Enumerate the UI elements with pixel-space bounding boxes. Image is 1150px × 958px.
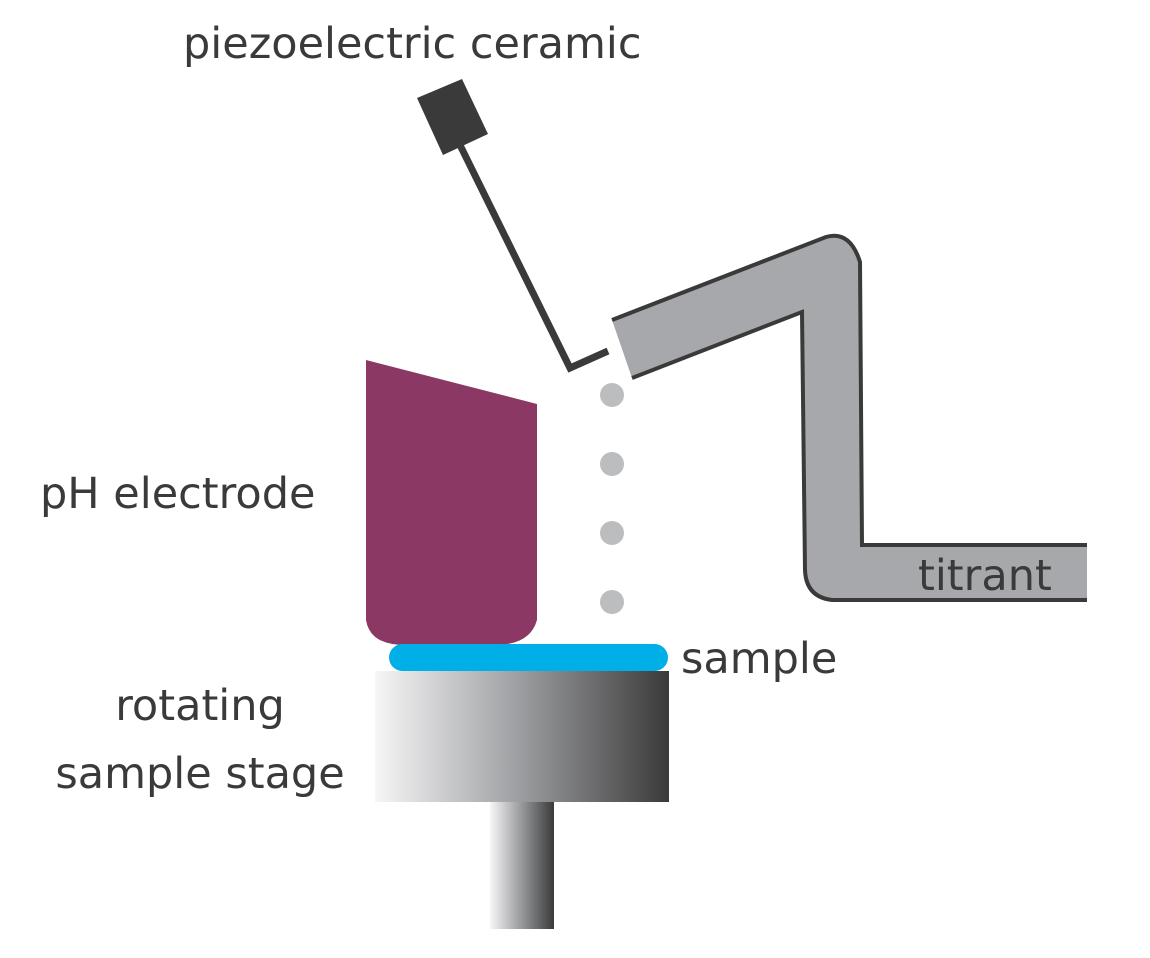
label-sample-stage: sample stage <box>55 749 344 799</box>
label-titrant: titrant <box>918 551 1052 601</box>
rotating-stage-shaft <box>490 802 554 929</box>
droplets <box>600 383 624 614</box>
label-piezoelectric-ceramic: piezoelectric ceramic <box>183 19 641 69</box>
rotating-stage-platform <box>375 671 669 802</box>
titrant-tube <box>611 233 1087 602</box>
piezo-arm <box>455 141 610 373</box>
sample-layer <box>389 644 668 671</box>
titrant-tube-outline-bottom <box>631 309 1087 602</box>
ph-electrode <box>366 360 537 645</box>
label-sample: sample <box>681 634 837 684</box>
titrant-tube-outline-top <box>611 233 1087 547</box>
droplet <box>600 452 624 476</box>
titrant-tube-body <box>612 235 1087 600</box>
droplet <box>600 590 624 614</box>
label-rotating: rotating <box>115 681 285 731</box>
droplet <box>600 383 624 407</box>
piezoelectric-ceramic <box>417 79 610 373</box>
droplet <box>600 521 624 545</box>
piezo-block <box>417 79 488 155</box>
label-ph-electrode: pH electrode <box>40 469 315 519</box>
